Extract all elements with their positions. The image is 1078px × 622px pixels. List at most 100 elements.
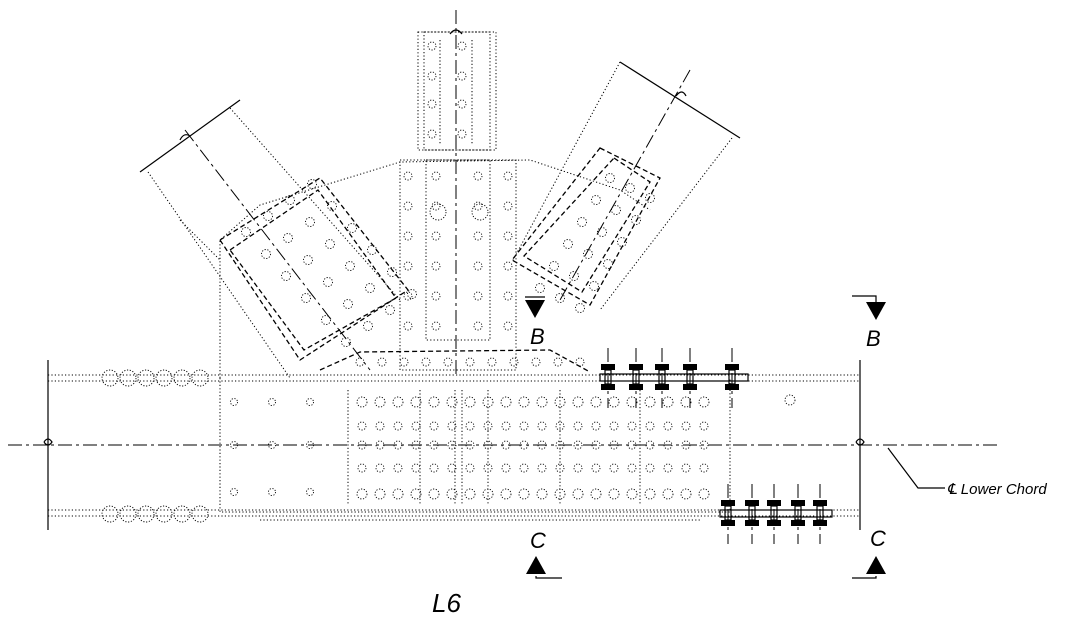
rivet-hole (626, 396, 638, 408)
right-diagonal-member (511, 61, 741, 311)
rivet-hole (644, 488, 656, 500)
rivet-hole (447, 440, 457, 450)
rivet-hole (627, 440, 637, 450)
rivet-hole (403, 201, 413, 211)
rivet-hole (663, 440, 673, 450)
rivet-hole (597, 227, 607, 237)
panel-point-label: L6 (432, 588, 461, 618)
rivet-hole (410, 396, 422, 408)
rivet-hole (591, 440, 601, 450)
rivet-hole (503, 321, 513, 331)
rivet-hole (429, 440, 439, 450)
rivet-hole (465, 440, 475, 450)
rivet-hole (392, 396, 404, 408)
rivet-hole (563, 239, 573, 249)
bolt-shank (816, 505, 824, 521)
rivet-hole (365, 283, 375, 293)
rivet-hole (393, 463, 403, 473)
bolt-head (813, 500, 827, 506)
rivet-hole (305, 217, 315, 227)
rivet-hole (241, 227, 251, 237)
rivet-hole (323, 277, 333, 287)
rivet-hole (375, 463, 385, 473)
rivet-hole (575, 357, 585, 367)
bolt-shank (658, 369, 666, 385)
rivet-hole (518, 396, 530, 408)
rivet-hole (427, 41, 437, 51)
rivet-hole (500, 488, 512, 500)
rivet-hole (569, 271, 579, 281)
rivet-hole (555, 463, 565, 473)
rivet-hole (501, 463, 511, 473)
rivet-hole (457, 99, 467, 109)
rivet-hole (483, 421, 493, 431)
rivet-hole (281, 271, 291, 281)
bolt-nut (767, 520, 781, 526)
bolt-nut (813, 520, 827, 526)
bolt-head (629, 364, 643, 370)
rivet-hole (363, 321, 373, 331)
rivet-hole (356, 488, 368, 500)
bolt-nut (745, 520, 759, 526)
vertical-member (399, 10, 517, 378)
rivet-hole (268, 488, 276, 496)
bolt-nut (655, 384, 669, 390)
rivet-hole (482, 396, 494, 408)
rivet-hole (325, 239, 335, 249)
rivet-hole (663, 421, 673, 431)
rivet-hole (609, 463, 619, 473)
rivet-hole (483, 463, 493, 473)
bolt-nut (629, 384, 643, 390)
rivet-hole (681, 421, 691, 431)
bolt-head (725, 364, 739, 370)
bolt-nut (791, 520, 805, 526)
rivet-hole (473, 321, 483, 331)
rivet-hole (403, 261, 413, 271)
bolt-shank (728, 369, 736, 385)
rivet-hole (625, 183, 635, 193)
rivet-hole (519, 421, 529, 431)
rivet-hole (347, 223, 357, 233)
rivet-hole (573, 421, 583, 431)
rivet-hole (609, 440, 619, 450)
section-cut-c-left: C (526, 528, 562, 579)
rivet-hole (375, 440, 385, 450)
rivet-hole (427, 99, 437, 109)
bolt-head (655, 364, 669, 370)
rivet-hole (662, 488, 674, 500)
rivet-hole (428, 396, 440, 408)
rivet-hole (605, 173, 615, 183)
rivet-hole (473, 261, 483, 271)
bolt-shank (748, 505, 756, 521)
rivet-hole (357, 440, 367, 450)
rivet-hole (501, 421, 511, 431)
centerline-label: ℄ Lower Chord (947, 481, 1047, 498)
rivet-hole (457, 41, 467, 51)
rivet-hole (355, 357, 365, 367)
section-cut-c-right: C (852, 526, 886, 579)
rivet-hole (631, 215, 641, 225)
rivet-hole (457, 129, 467, 139)
rivet-hole (374, 396, 386, 408)
rivet-hole (303, 255, 313, 265)
rivet-hole (603, 259, 613, 269)
rivet-hole (431, 201, 441, 211)
rivet-hole (407, 289, 417, 299)
rivet-hole (644, 396, 656, 408)
rivet-hole (503, 171, 513, 181)
rivet-hole (345, 261, 355, 271)
rivet-hole (377, 357, 387, 367)
rivet-hole (591, 195, 601, 205)
rivet-hole (393, 421, 403, 431)
rivet-hole (681, 440, 691, 450)
rivet-hole (411, 421, 421, 431)
rivet-hole (645, 463, 655, 473)
bolt-shank (724, 505, 732, 521)
rivet-hole (357, 421, 367, 431)
bolt-shank (794, 505, 802, 521)
rivet-hole (503, 291, 513, 301)
rivet-hole (465, 421, 475, 431)
rivet-hole (577, 217, 587, 227)
bolt-shank (686, 369, 694, 385)
